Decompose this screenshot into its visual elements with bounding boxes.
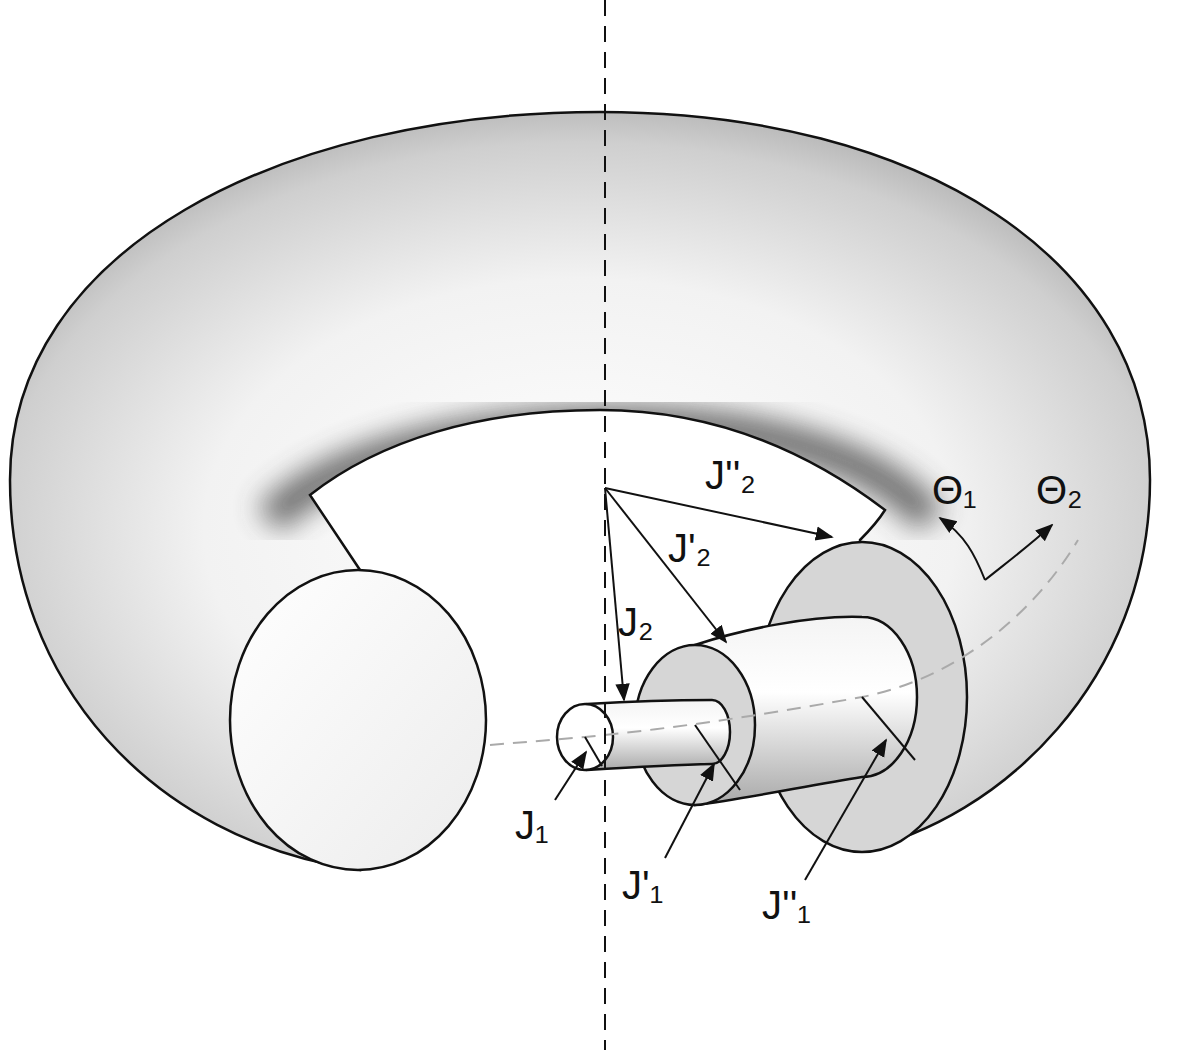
symbol-label: Θ₁ <box>932 470 977 510</box>
symbol-label: J₁ <box>515 805 549 845</box>
symbol-label: J'₁ <box>622 865 663 905</box>
symbol-label: J''₁ <box>762 885 811 925</box>
symbol-label: J'₂ <box>668 528 711 568</box>
symbol-label: Θ₂ <box>1036 470 1083 510</box>
symbol-label: J''₂ <box>705 455 756 495</box>
symbol-label: J₂ <box>618 602 654 642</box>
